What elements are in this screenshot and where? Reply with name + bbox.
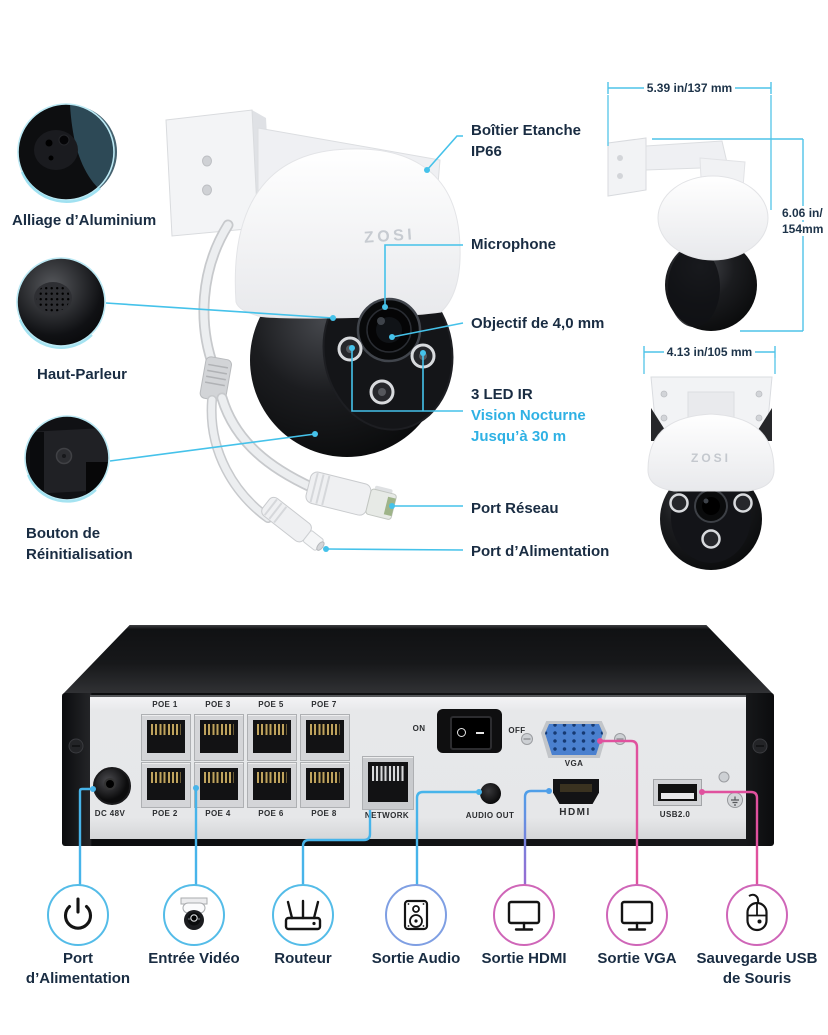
poe-port-7 [300, 714, 350, 761]
poe-port-8 [300, 762, 350, 808]
poe-port-3 [194, 714, 244, 761]
label-port-alim: Port d’Alimentation [471, 543, 610, 560]
camera-artwork: ZOSI [16, 82, 804, 570]
poe1-label: POE 1 [152, 700, 178, 709]
cable-splitter [199, 356, 232, 402]
speaker-detail-photo [16, 257, 106, 349]
label-objectif: Objectif de 4,0 mm [471, 315, 605, 332]
poe3-label: POE 3 [205, 700, 231, 709]
dim-width-side: 5.39 in/137 mm [608, 80, 771, 96]
usb-port [653, 779, 702, 806]
poe-port-1 [141, 714, 191, 761]
poe6-label: POE 6 [258, 809, 284, 818]
dim-height-side: 6.06 in/ 154mm [779, 205, 827, 237]
dc48v-label: DC 48V [94, 809, 126, 818]
switch-rocker [450, 716, 492, 750]
vga-port [545, 724, 603, 755]
callout-lines [105, 135, 464, 551]
poe4-label: POE 4 [205, 809, 231, 818]
poe-port-5 [247, 714, 297, 761]
power-switch [437, 709, 502, 753]
poe-port-6 [247, 762, 297, 808]
off-label: OFF [508, 726, 526, 735]
poe5-label: POE 5 [258, 700, 284, 709]
audio-out-label: AUDIO OUT [465, 811, 515, 820]
ethernet-connector [305, 471, 397, 520]
front-view-photo: ZOSI [647, 376, 775, 570]
label-bouton-reset: Bouton de Réinitialisation [26, 525, 133, 563]
network-label: NETWORK [364, 811, 410, 820]
legend-circles [47, 884, 788, 946]
label-microphone: Microphone [471, 236, 556, 253]
label-haut-parleur: Haut-Parleur [37, 366, 128, 383]
legend-label-entree-video: Entrée Vidéo [148, 950, 240, 967]
nvr-top-face [62, 625, 774, 695]
dc-power-jack [93, 767, 131, 805]
legend-label-sortie-audio: Sortie Audio [371, 950, 461, 967]
label-led-ir: 3 LED IR Vision Nocturne Jusqu’à 30 m [471, 386, 586, 445]
poe-port-2 [141, 762, 191, 808]
usb-label: USB2.0 [659, 810, 691, 819]
dim-width-front: 4.13 in/105 mm [644, 344, 775, 360]
speaker-icon [403, 899, 429, 931]
poe7-label: POE 7 [311, 700, 337, 709]
network-port [362, 756, 414, 810]
camera-logo-front: ZOSI [691, 451, 731, 465]
audio-out-jack [480, 783, 501, 804]
camera-icon [180, 897, 208, 930]
aluminium-detail-photo [17, 103, 118, 203]
legend-label-sortie-vga: Sortie VGA [597, 950, 677, 967]
mouse-icon [746, 893, 768, 932]
side-view-photo [607, 137, 769, 331]
hdmi-label: HDMI [559, 807, 591, 818]
vga-label: VGA [564, 759, 584, 768]
hdmi-monitor-icon [507, 900, 541, 931]
poe2-label: POE 2 [152, 809, 178, 818]
power-icon [63, 897, 93, 930]
legend-label-routeur: Routeur [274, 950, 332, 967]
vga-monitor-icon [620, 900, 654, 931]
legend-label-alimentation: Port d’Alimentation [25, 950, 131, 987]
label-port-reseau: Port Réseau [471, 500, 559, 517]
hdmi-port [553, 779, 599, 804]
legend-label-sortie-hdmi: Sortie HDMI [481, 950, 567, 967]
router-icon [284, 899, 322, 931]
label-boitier: Boîtier Etanche IP66 [471, 122, 582, 160]
callout-dots [312, 167, 430, 552]
poe-port-4 [194, 762, 244, 808]
power-connector [261, 496, 325, 551]
legend-label-sauvegarde-usb: Sauvegarde USB de Souris [696, 950, 818, 987]
on-label: ON [412, 724, 426, 733]
camera-logo: ZOSI [363, 226, 415, 247]
label-alliage: Alliage d’Aluminium [12, 212, 157, 229]
main-camera-photo: ZOSI [165, 109, 461, 551]
poe8-label: POE 8 [311, 809, 337, 818]
reset-button-detail-photo [24, 415, 110, 503]
